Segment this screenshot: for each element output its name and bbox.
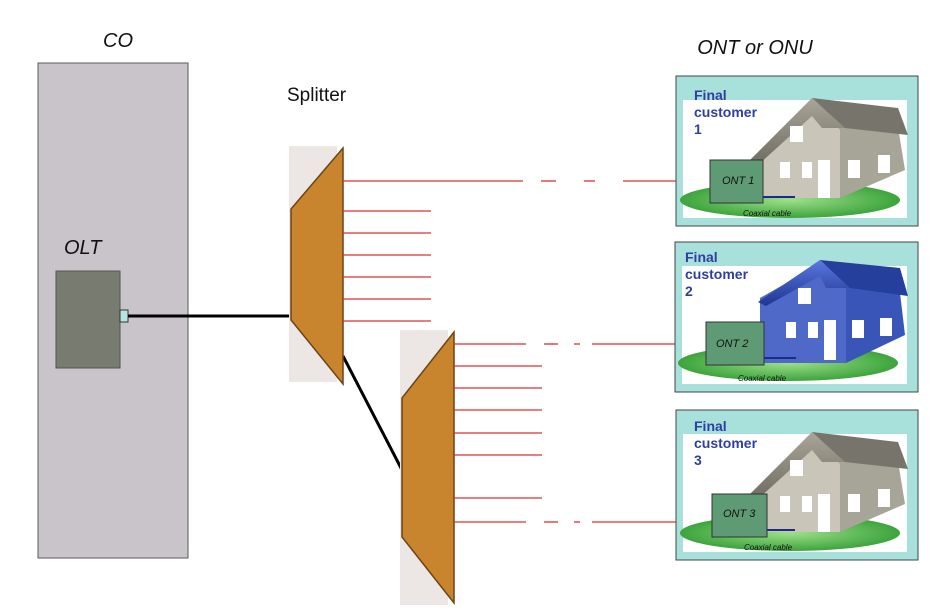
customer-number: 2 bbox=[685, 283, 693, 299]
coax-label: Coaxial cable bbox=[743, 209, 792, 218]
ont-box bbox=[705, 321, 765, 366]
customer-title: Final bbox=[694, 418, 727, 434]
co-label: CO bbox=[103, 30, 133, 52]
customer-number: 1 bbox=[694, 121, 702, 137]
house-icon bbox=[758, 260, 908, 363]
ont-label: ONT 2 bbox=[716, 338, 748, 350]
ont-box bbox=[709, 159, 764, 204]
ont-label: ONT 3 bbox=[723, 508, 756, 520]
customer-number: 3 bbox=[694, 452, 702, 468]
splitter-2-outputs bbox=[454, 343, 712, 523]
olt-port bbox=[119, 309, 129, 323]
olt-box bbox=[55, 270, 121, 369]
ont-label: ONT 1 bbox=[722, 175, 754, 187]
coax-label: Coaxial cable bbox=[744, 543, 793, 552]
customer-subtitle: customer bbox=[694, 435, 758, 451]
trunk-fiber-2 bbox=[341, 355, 404, 471]
ont-box bbox=[711, 493, 768, 538]
splitter-2 bbox=[401, 329, 455, 606]
olt-label: OLT bbox=[64, 237, 103, 259]
house-icon bbox=[750, 98, 908, 198]
coax-label: Coaxial cable bbox=[738, 374, 787, 383]
splitter-1 bbox=[290, 145, 344, 387]
ont-header-label: ONT or ONU bbox=[697, 37, 813, 59]
customer-2: Final customer 2 ONT 2 Coaxial cable bbox=[674, 241, 919, 393]
customer-title: Final bbox=[694, 87, 727, 103]
house-icon bbox=[750, 432, 908, 532]
customer-subtitle: customer bbox=[694, 104, 758, 120]
customer-title: Final bbox=[685, 249, 718, 265]
customer-subtitle: customer bbox=[685, 266, 749, 282]
customer-1: Final customer 1 ONT 1 Coaxial cable bbox=[675, 75, 919, 227]
customer-3: Final customer 3 ONT 3 Coaxial cable bbox=[675, 409, 919, 561]
splitter-label: Splitter bbox=[287, 85, 347, 106]
splitter-1-outputs bbox=[343, 180, 710, 322]
